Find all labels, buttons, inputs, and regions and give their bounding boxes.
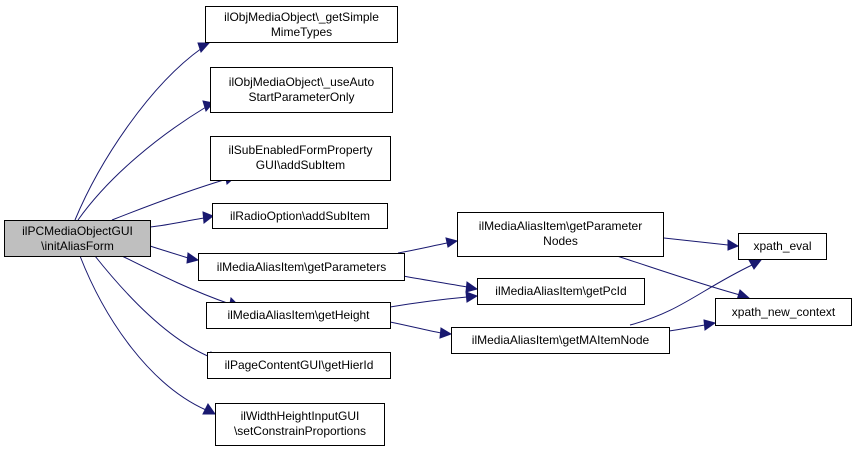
node-subenabled-addsubitem-line1: ilSubEnabledFormProperty	[228, 143, 372, 157]
edge-root-to-useautostart	[77, 100, 214, 221]
node-xpath-new-context-label: xpath_new_context	[732, 305, 836, 319]
edge-root-to-radio-addsubitem	[149, 211, 214, 228]
node-getpcid-label: ilMediaAliasItem\getPcId	[495, 284, 626, 298]
node-getheight-label: ilMediaAliasItem\getHeight	[227, 308, 370, 322]
node-xpath-eval[interactable]: xpath_eval	[738, 233, 827, 260]
node-getmaitemnode-label: ilMediaAliasItem\getMAItemNode	[472, 333, 650, 347]
edge-getparameters-to-getparameternodes	[397, 237, 459, 254]
edge-root-to-getsimplemimetypes	[74, 42, 211, 221]
node-setconstrain-line1: ilWidthHeightInputGUI	[241, 409, 360, 423]
node-getparameternodes[interactable]: ilMediaAliasItem\getParameter Nodes	[457, 212, 664, 257]
node-getpcid[interactable]: ilMediaAliasItem\getPcId	[477, 278, 645, 305]
edge-getmaitemnode-to-xpathnewcontext	[668, 319, 717, 332]
edge-getheight-to-getpcid	[389, 291, 479, 308]
node-getheight[interactable]: ilMediaAliasItem\getHeight	[206, 302, 391, 329]
node-getmaitemnode[interactable]: ilMediaAliasItem\getMAItemNode	[451, 327, 670, 354]
node-subenabled-addsubitem-line2: GUI\addSubItem	[256, 158, 345, 172]
edge-root-to-getparameters	[149, 245, 200, 264]
node-radio-addsubitem[interactable]: ilRadioOption\addSubItem	[212, 203, 388, 229]
node-gethierid[interactable]: ilPageContentGUI\getHierId	[207, 352, 391, 379]
node-getsimplemimetypes[interactable]: ilObjMediaObject\_getSimple MimeTypes	[205, 6, 398, 43]
node-useautostart-line1: ilObjMediaObject\_useAuto	[229, 75, 375, 89]
node-root-line2: \initAliasForm	[41, 239, 114, 253]
edge-root-to-setconstrain	[79, 255, 216, 415]
node-getsimplemimetypes-line2: MimeTypes	[271, 25, 332, 39]
node-setconstrain[interactable]: ilWidthHeightInputGUI \setConstrainPropo…	[215, 403, 385, 446]
edge-getheight-to-getmaitemnode	[389, 321, 453, 339]
node-getparameters-label: ilMediaAliasItem\getParameters	[217, 260, 386, 274]
node-getparameternodes-line2: Nodes	[543, 234, 578, 248]
node-root[interactable]: ilPCMediaObjectGUI \initAliasForm	[4, 220, 151, 257]
node-setconstrain-line2: \setConstrainProportions	[234, 424, 366, 438]
node-subenabled-addsubitem[interactable]: ilSubEnabledFormProperty GUI\addSubItem	[210, 136, 391, 181]
node-useautostart[interactable]: ilObjMediaObject\_useAuto StartParameter…	[210, 67, 393, 113]
node-xpath-new-context[interactable]: xpath_new_context	[715, 298, 852, 326]
node-radio-addsubitem-label: ilRadioOption\addSubItem	[230, 209, 370, 223]
node-getparameters[interactable]: ilMediaAliasItem\getParameters	[198, 253, 405, 281]
edge-getparameters-to-getpcid	[402, 275, 479, 293]
node-getparameternodes-line1: ilMediaAliasItem\getParameter	[479, 219, 642, 233]
node-root-line1: ilPCMediaObjectGUI	[22, 224, 133, 238]
node-getsimplemimetypes-line1: ilObjMediaObject\_getSimple	[224, 10, 379, 24]
node-useautostart-line2: StartParameterOnly	[248, 90, 354, 104]
node-xpath-eval-label: xpath_eval	[753, 239, 811, 253]
node-gethierid-label: ilPageContentGUI\getHierId	[225, 358, 374, 372]
edge-getparameternodes-to-xpatheval	[663, 237, 740, 251]
